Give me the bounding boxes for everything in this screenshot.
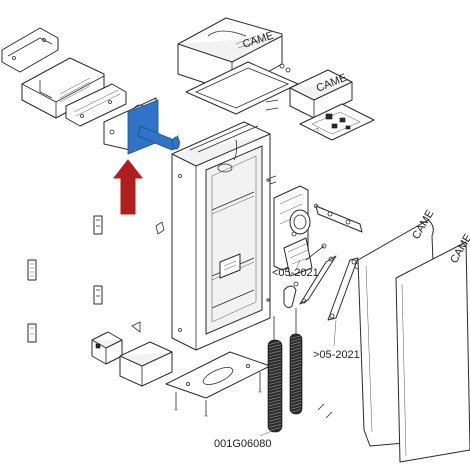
spring-coil-line <box>268 424 282 428</box>
spring-coil-line <box>290 378 302 382</box>
balancing-spring-right[interactable] <box>289 333 303 415</box>
link-arm-pre-2021[interactable] <box>299 255 337 305</box>
spring-coil-line <box>290 402 302 407</box>
spring-coil-line <box>268 371 282 376</box>
spring-coil-line <box>290 338 302 342</box>
balancing-spring-left[interactable] <box>267 339 283 433</box>
spring-coil-line <box>290 335 302 339</box>
spring-coil-line <box>290 353 302 358</box>
transformer-block[interactable] <box>91 331 123 365</box>
spring-coil-line <box>268 408 282 413</box>
spring-coil-line <box>290 396 302 401</box>
spring-coil-line <box>268 417 282 422</box>
spring-coil-line <box>268 341 282 345</box>
small-screws-top[interactable] <box>265 63 291 111</box>
spring-coil-line <box>290 341 302 346</box>
spring-coil-line <box>268 396 282 401</box>
spring-coil-line <box>290 399 302 404</box>
arrow-up-icon <box>112 159 144 215</box>
spring-coil-line <box>268 384 282 388</box>
foundation-plate[interactable] <box>165 351 271 417</box>
spring-coil-line <box>268 353 282 358</box>
spring-coil-line <box>290 356 302 361</box>
spring-coil-line <box>268 356 282 361</box>
spring-coil-line <box>290 387 302 392</box>
spring-coil-line <box>290 375 302 379</box>
spring-rods[interactable] <box>273 308 333 419</box>
control-unit-cover[interactable]: CAME <box>289 69 353 119</box>
small-part-left-2[interactable] <box>27 259 37 281</box>
small-clip[interactable] <box>131 221 165 333</box>
spring-coil-line <box>268 411 282 416</box>
small-part-left-1[interactable] <box>93 215 103 235</box>
label-post-2021: >05-2021 <box>313 349 360 361</box>
spring-coil-line <box>268 344 282 348</box>
spring-coil-line <box>290 409 302 413</box>
spring-coil-line <box>290 393 302 398</box>
springR-coils <box>290 335 302 413</box>
link-arm-post-2021[interactable] <box>327 257 362 321</box>
spring-coil-line <box>268 381 282 385</box>
spring-coil-line <box>268 374 282 379</box>
spring-coil-line <box>290 344 302 349</box>
lever-bracket[interactable] <box>315 205 363 233</box>
battery-box[interactable] <box>119 341 173 387</box>
spring-coil-line <box>268 359 282 364</box>
control-board[interactable] <box>299 103 375 141</box>
highlighted-shaft-plate[interactable] <box>127 99 180 155</box>
spring-coil-line <box>290 369 302 373</box>
spring-coil-line <box>268 427 282 431</box>
spring-coil-line <box>290 381 302 386</box>
top-cover-plate[interactable] <box>1 27 59 73</box>
spring-coil-line <box>268 378 282 382</box>
spring-coil-line <box>268 420 282 425</box>
spring-coil-line <box>268 405 282 410</box>
spring-coil-line <box>290 390 302 395</box>
spring-coil-line <box>268 393 282 398</box>
spring-coil-line <box>290 406 302 410</box>
spring-coil-line <box>268 402 282 407</box>
spring-coil-line <box>268 387 282 391</box>
spring-coil-line <box>290 350 302 355</box>
spring-coil-line <box>290 362 302 367</box>
door-panel-front[interactable]: CAME <box>395 232 470 463</box>
spring-coil-line <box>268 350 282 355</box>
spring-coil-line <box>268 365 282 370</box>
spring-coil-line <box>268 414 282 419</box>
spring-coil-line <box>268 368 282 373</box>
spring-coil-line <box>268 362 282 367</box>
spring-coil-line <box>290 359 302 364</box>
spring-coil-line <box>268 390 282 394</box>
leader-lines <box>259 259 337 437</box>
spring-coil-line <box>268 399 282 404</box>
mounting-bracket[interactable] <box>65 83 127 127</box>
springL-coils <box>268 341 282 431</box>
small-part-left-4[interactable] <box>27 323 37 343</box>
main-cabinet[interactable] <box>171 121 271 351</box>
gearmotor[interactable] <box>273 185 327 277</box>
label-pre-2021: <05-2021 <box>272 267 319 279</box>
small-part-left-3[interactable] <box>93 285 103 305</box>
spring-coil-line <box>290 372 302 376</box>
spring-coil-line <box>290 347 302 352</box>
label-part-code: 001G06080 <box>214 438 272 450</box>
spring-coil-line <box>290 384 302 389</box>
spring-coil-line <box>290 366 302 370</box>
spring-coil-line <box>268 347 282 352</box>
spring-pivot[interactable] <box>283 281 299 309</box>
